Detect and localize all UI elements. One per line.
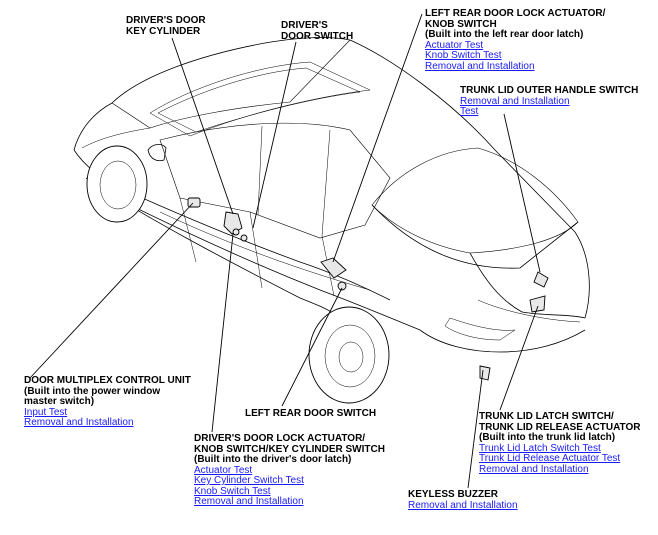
trunk-lid-latch-switch-test-link[interactable]: Trunk Lid Latch Switch Test <box>479 442 601 454</box>
callout-title: DRIVER'S DOOR LOCK ACTUATOR/ KNOB SWITCH… <box>194 433 385 465</box>
key-cylinder-switch-test-link[interactable]: Key Cylinder Switch Test <box>194 475 304 486</box>
removal-and-installation-link[interactable]: Removal and Installation <box>408 499 518 511</box>
input-test-link[interactable]: Input Test <box>24 406 68 418</box>
keyless-buzzer-component <box>479 365 491 381</box>
callout-title: DRIVER'S DOOR SWITCH <box>281 20 354 42</box>
removal-and-installation-link[interactable]: Removal and Installation <box>460 95 570 107</box>
removal-and-installation-link[interactable]: Removal and Installation <box>425 60 535 72</box>
trunk-lid-release-actuator-test-link[interactable]: Trunk Lid Release Actuator Test <box>479 453 621 464</box>
removal-and-installation-link[interactable]: Removal and Installation <box>24 417 134 428</box>
test-link[interactable]: Test <box>460 106 479 117</box>
trunk-lid-latch-component <box>529 295 546 313</box>
leader-line <box>467 369 484 489</box>
knob-switch-test-link[interactable]: Knob Switch Test <box>194 485 271 497</box>
leader-line <box>332 13 423 263</box>
callout-drivers-door-key-cylinder: DRIVER'S DOOR KEY CYLINDER <box>126 15 206 37</box>
leader-line <box>211 233 234 433</box>
callout-left-rear-door-lock-actuator: LEFT REAR DOOR LOCK ACTUATOR/ KNOB SWITC… <box>425 8 606 72</box>
callout-door-multiplex-control-unit: DOOR MULTIPLEX CONTROL UNIT (Built into … <box>24 375 191 429</box>
left-rear-door-lock-actuator-component <box>320 257 347 279</box>
drivers-door-switch-component <box>240 234 248 242</box>
leader-line <box>252 41 297 229</box>
knob-switch-test-link[interactable]: Knob Switch Test <box>425 50 502 61</box>
callout-trunk-lid-outer-handle-switch: TRUNK LID OUTER HANDLE SWITCH Removal an… <box>460 85 639 118</box>
callout-title: KEYLESS BUZZER <box>408 489 499 500</box>
callout-title: LEFT REAR DOOR LOCK ACTUATOR/ KNOB SWITC… <box>425 8 606 40</box>
leader-line <box>29 202 194 379</box>
leader-line <box>171 37 234 215</box>
leader-line <box>281 287 343 407</box>
door-multiplex-control-unit-component <box>187 197 201 208</box>
callout-title: DRIVER'S DOOR KEY CYLINDER <box>126 15 206 37</box>
callout-keyless-buzzer: KEYLESS BUZZER Removal and Installation <box>408 489 518 511</box>
trunk-lid-outer-handle-switch-component <box>533 271 549 288</box>
callout-drivers-door-lock-actuator: DRIVER'S DOOR LOCK ACTUATOR/ KNOB SWITCH… <box>194 433 385 508</box>
leader-line <box>503 113 541 273</box>
callout-title: TRUNK LID OUTER HANDLE SWITCH <box>460 85 639 96</box>
callout-title: DOOR MULTIPLEX CONTROL UNIT (Built into … <box>24 375 191 407</box>
actuator-test-link[interactable]: Actuator Test <box>194 464 253 476</box>
callout-title: TRUNK LID LATCH SWITCH/ TRUNK LID RELEAS… <box>479 411 641 443</box>
callout-drivers-door-switch: DRIVER'S DOOR SWITCH <box>281 20 354 42</box>
actuator-test-link[interactable]: Actuator Test <box>425 39 484 51</box>
removal-and-installation-link[interactable]: Removal and Installation <box>479 463 589 475</box>
callout-left-rear-door-switch: LEFT REAR DOOR SWITCH <box>245 408 377 420</box>
left-rear-door-switch-component <box>337 281 347 291</box>
callout-title: LEFT REAR DOOR SWITCH <box>245 408 377 419</box>
leader-line <box>499 305 539 411</box>
callout-trunk-lid-latch-switch: TRUNK LID LATCH SWITCH/ TRUNK LID RELEAS… <box>479 411 641 475</box>
drivers-door-key-cylinder-component <box>232 228 240 236</box>
removal-and-installation-link[interactable]: Removal and Installation <box>194 496 304 507</box>
